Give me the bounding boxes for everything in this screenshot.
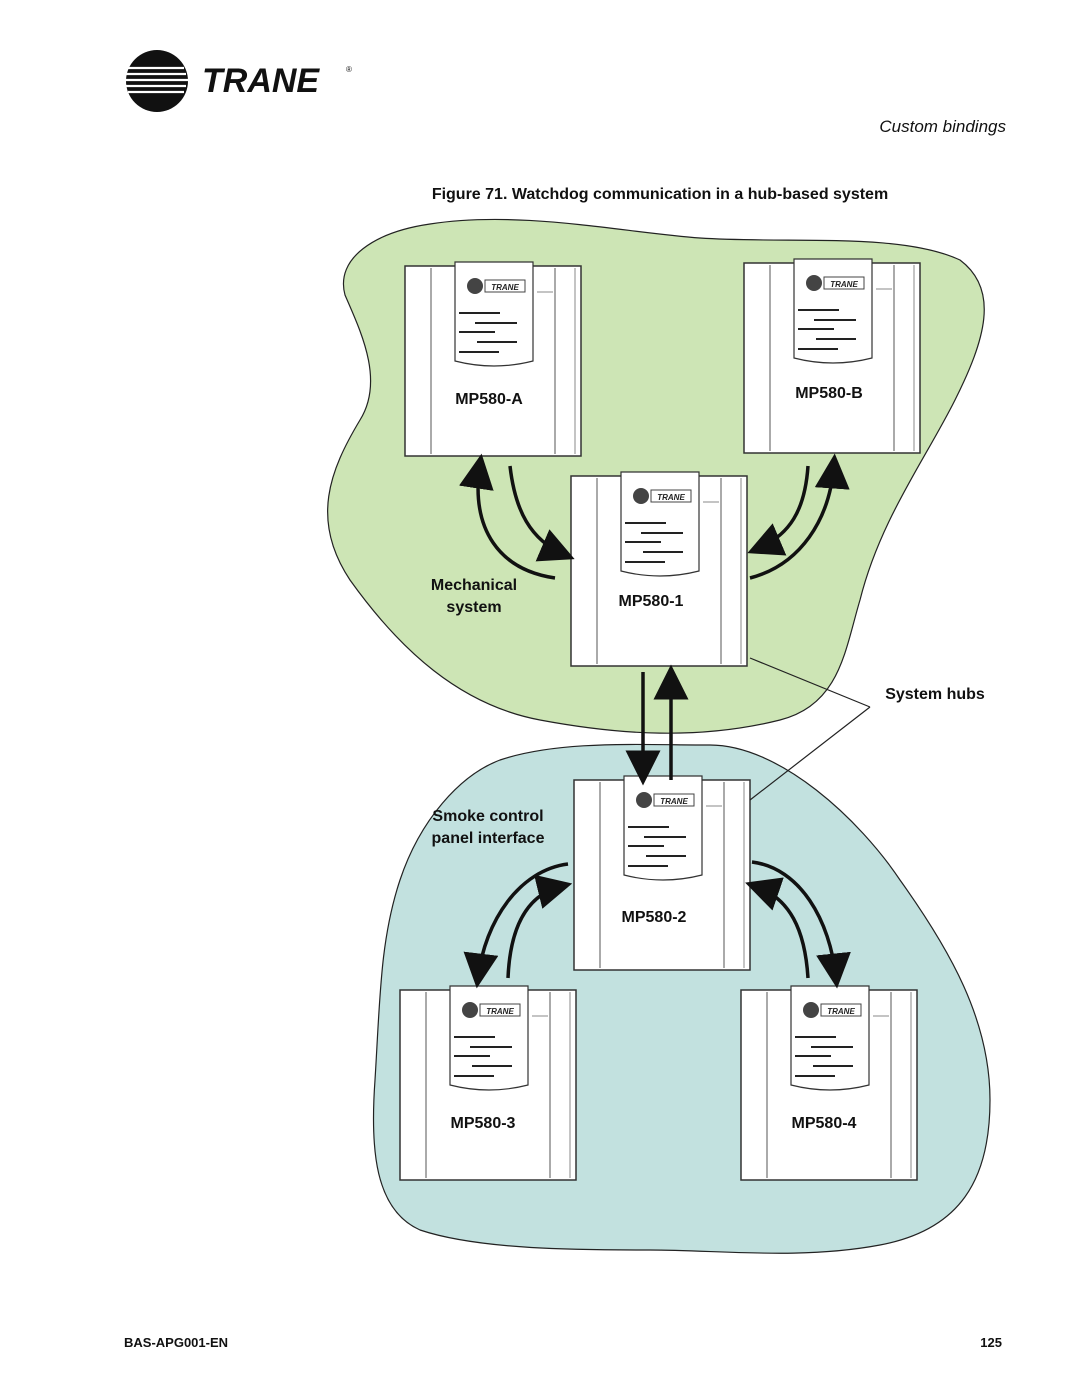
- system-hubs-label: System hubs: [885, 686, 985, 703]
- figure-caption: Figure 71. Watchdog communication in a h…: [431, 186, 889, 203]
- trane-logo: TRANE ®: [126, 50, 352, 112]
- svg-text:®: ®: [346, 65, 352, 74]
- device-mp580-4: [740, 985, 918, 1181]
- device-mp580-b: [743, 258, 921, 454]
- device-mp580-2: [573, 775, 751, 971]
- label-mp580-4: MP580-4: [792, 1115, 857, 1132]
- mechanical-label-line2: system: [446, 599, 501, 616]
- smoke-label-line2: panel interface: [432, 830, 545, 847]
- footer-doc-id: BAS-APG001-EN: [124, 1335, 229, 1350]
- device-mp580-3: [399, 985, 577, 1181]
- watchdog-arrows: [459, 453, 851, 989]
- label-mp580-a: MP580-A: [455, 391, 523, 408]
- label-mp580-b: MP580-B: [795, 385, 863, 402]
- section-title: Custom bindings: [879, 117, 1006, 136]
- logo-wordmark: TRANE: [202, 62, 320, 100]
- label-mp580-1: MP580-1: [619, 593, 684, 610]
- footer-page-number: 125: [980, 1335, 1002, 1350]
- mechanical-label-line1: Mechanical: [431, 577, 517, 594]
- device-mp580-1: [570, 471, 748, 667]
- label-mp580-3: MP580-3: [451, 1115, 516, 1132]
- label-mp580-2: MP580-2: [622, 909, 687, 926]
- device-mp580-a: [404, 261, 582, 457]
- smoke-label-line1: Smoke control: [432, 808, 543, 825]
- system-hubs-leaders: [749, 657, 871, 801]
